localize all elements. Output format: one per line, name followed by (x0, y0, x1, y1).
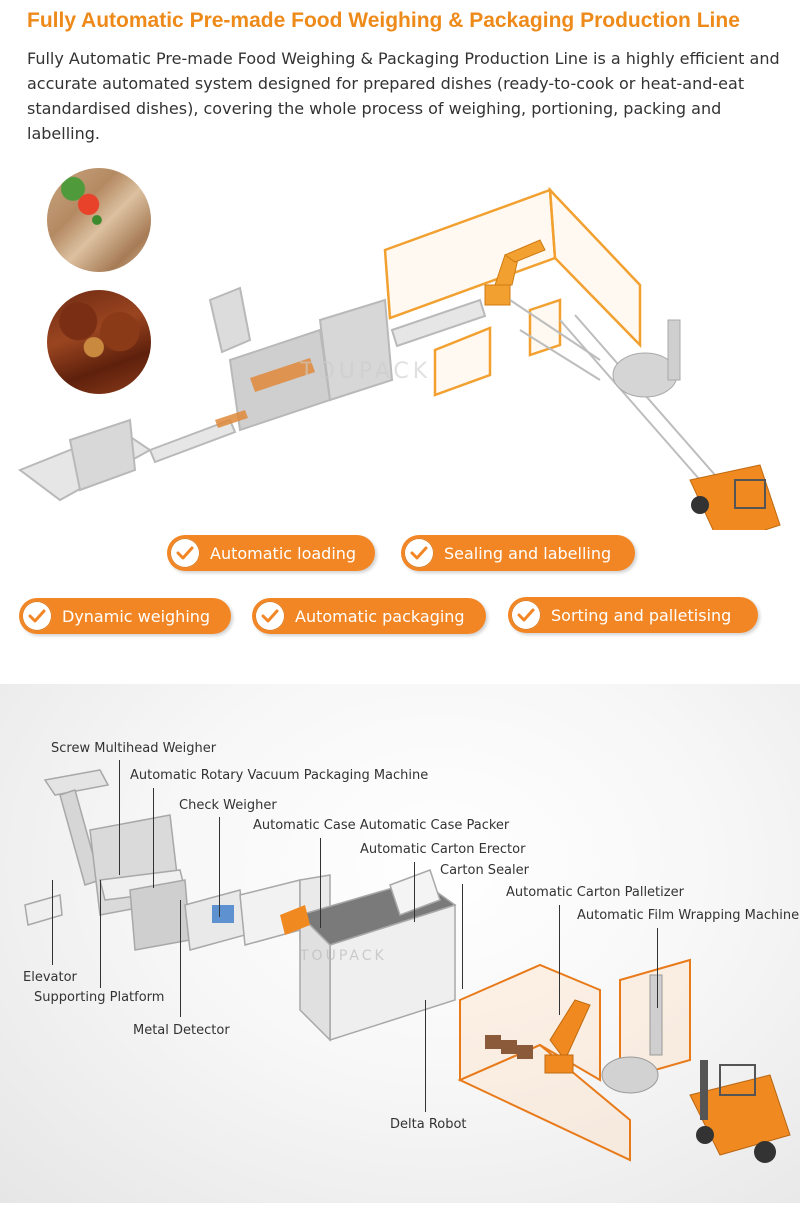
leader-line (414, 862, 415, 922)
feature-label: Automatic packaging (295, 606, 465, 626)
watermark: TOUPACK (299, 359, 431, 384)
leader-line (219, 817, 220, 917)
feature-badge-dynamic-weighing: Dynamic weighing (19, 598, 231, 634)
label-carton-erector: Automatic Carton Erector (360, 842, 526, 857)
label-film-wrapping-machine: Automatic Film Wrapping Machine (577, 908, 800, 923)
label-screw-multihead-weigher: Screw Multihead Weigher (51, 741, 217, 756)
check-icon (170, 538, 200, 568)
leader-line (119, 760, 120, 875)
label-case-packer: Automatic Case Automatic Case Packer (253, 818, 510, 833)
label-supporting-platform: Supporting Platform (34, 990, 165, 1005)
check-icon (22, 601, 52, 631)
feature-label: Sealing and labelling (444, 543, 612, 563)
feature-badge-automatic-loading: Automatic loading (167, 535, 375, 571)
production-line-overview-illustration: TOUPACK (17, 186, 781, 530)
feature-label: Automatic loading (210, 543, 357, 563)
leader-line (657, 928, 658, 1008)
check-icon (404, 538, 434, 568)
intro-paragraph: Fully Automatic Pre-made Food Weighing &… (27, 49, 780, 143)
leader-line (180, 900, 181, 1017)
leader-line (320, 838, 321, 928)
leader-line (425, 1000, 426, 1112)
leader-line (153, 788, 154, 888)
feature-badge-sorting-palletising: Sorting and palletising (508, 597, 758, 633)
page-title: Fully Automatic Pre-made Food Weighing &… (27, 9, 740, 32)
check-icon (511, 600, 541, 630)
feature-badge-automatic-packaging: Automatic packaging (252, 598, 486, 634)
label-rotary-vacuum-packaging-machine: Automatic Rotary Vacuum Packaging Machin… (130, 768, 429, 783)
leader-line (52, 880, 53, 965)
feature-label: Dynamic weighing (62, 606, 211, 626)
food-image-braised-meat (47, 290, 151, 394)
production-line-diagram-illustration: TOUPACK (24, 769, 791, 1163)
food-image-sliced-meat (47, 168, 151, 272)
label-delta-robot: Delta Robot (390, 1117, 467, 1132)
label-elevator: Elevator (23, 970, 77, 985)
feature-badge-sealing-labelling: Sealing and labelling (401, 535, 635, 571)
label-metal-detector: Metal Detector (133, 1023, 230, 1038)
leader-line (462, 884, 463, 989)
label-check-weigher: Check Weigher (179, 798, 277, 813)
labeled-diagram-panel: TOUPACK (0, 684, 800, 1203)
feature-label: Sorting and palletising (551, 605, 732, 625)
label-carton-sealer: Carton Sealer (440, 863, 529, 878)
check-icon (255, 601, 285, 631)
label-carton-palletizer: Automatic Carton Palletizer (506, 885, 684, 900)
leader-line (100, 880, 101, 988)
leader-line (559, 905, 560, 1015)
watermark: TOUPACK (299, 948, 387, 964)
